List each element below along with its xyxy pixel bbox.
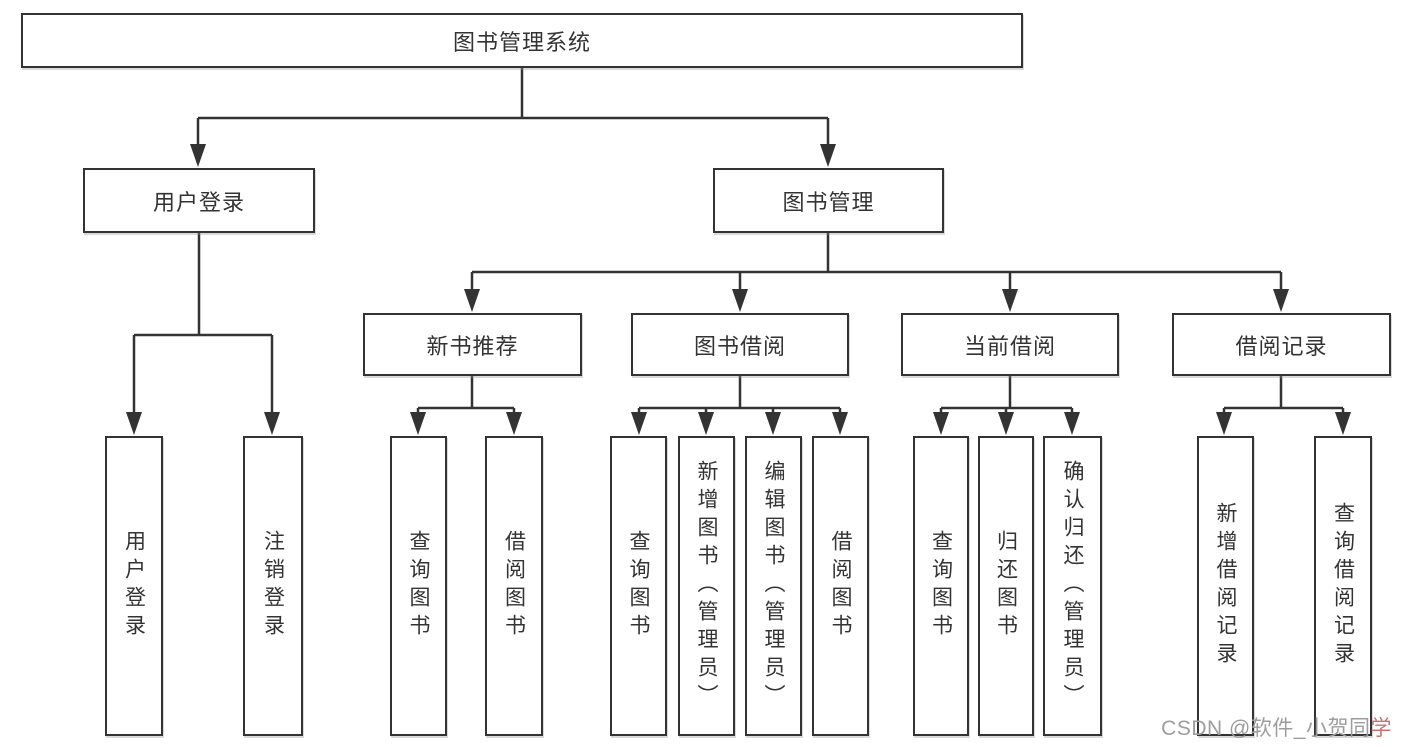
node-current-borrow: 当前借阅 [901,313,1119,376]
leaf-borrow-books: 借阅图书 [812,436,869,736]
leaf-borrow-books-recommend: 借阅图书 [485,436,543,736]
csdn-watermark: CSDN @软件_小贺同学 [1161,712,1392,742]
node-root-system: 图书管理系统 [21,13,1023,68]
arrow-icon [832,412,848,435]
node-borrow-records: 借阅记录 [1172,313,1391,376]
leaf-label: 借阅图书 [829,530,853,642]
leaf-query-borrow-record: 查询借阅记录 [1314,436,1372,736]
connector-borrowrecords-to-leaves [1222,376,1345,414]
leaf-query-books-recommend: 查询图书 [390,436,447,736]
node-book-management: 图书管理 [713,168,944,233]
leaf-return-books: 归还图书 [978,436,1034,736]
arrow-icon [631,412,647,435]
leaf-label: 编辑图书（管理员） [762,460,786,712]
node-user-login: 用户登录 [83,168,315,233]
arrow-icon [506,412,522,435]
leaf-user-login: 用户登录 [105,436,163,736]
leaf-label: 查询图书 [929,530,953,642]
connector-bookmgmt-to-level3 [470,233,1283,291]
arrow-icon [1216,412,1232,435]
connector-newbookrec-to-leaves [416,376,516,414]
watermark-text: CSDN @软件_小贺同 [1161,717,1371,740]
arrow-icon [732,289,748,312]
leaf-add-borrow-record: 新增借阅记录 [1197,436,1254,736]
arrow-icon [1002,289,1018,312]
node-book-borrow: 图书借阅 [631,313,849,376]
arrow-icon [698,412,714,435]
leaf-label: 用户登录 [122,530,146,642]
connector-currentborrow-to-leaves [939,376,1074,414]
arrow-icon [264,412,280,435]
leaf-label: 查询图书 [627,530,651,642]
leaf-edit-books-admin: 编辑图书（管理员） [745,436,802,736]
leaf-label: 归还图书 [994,530,1018,642]
arrow-icon [1064,412,1080,435]
watermark-accent-text: 学 [1370,717,1392,740]
leaf-label: 查询图书 [407,530,431,642]
arrow-icon [1335,412,1351,435]
arrow-icon [410,412,426,435]
arrow-icon [820,144,836,167]
leaf-label: 借阅图书 [502,530,526,642]
arrow-icon [765,412,781,435]
leaf-logout: 注销登录 [243,436,303,736]
leaf-query-books-current: 查询图书 [913,436,969,736]
arrow-icon [998,412,1014,435]
leaf-label: 新增借阅记录 [1214,502,1238,670]
arrow-icon [1273,289,1289,312]
arrow-icon [126,412,142,435]
leaf-query-books-borrow: 查询图书 [610,436,667,736]
leaf-confirm-return-admin: 确认归还（管理员） [1043,436,1102,736]
leaf-label: 注销登录 [261,530,285,642]
arrow-icon [464,289,480,312]
connector-userlogin-to-leaves [132,233,274,414]
leaf-label: 新增图书（管理员） [695,460,719,712]
connector-root-to-level2 [196,68,830,146]
arrow-icon [933,412,949,435]
node-new-book-recommend: 新书推荐 [363,313,582,376]
connector-bookborrow-to-leaves [637,376,842,414]
leaf-add-books-admin: 新增图书（管理员） [678,436,735,736]
arrowheads [126,144,1351,435]
arrow-icon [190,144,206,167]
leaf-label: 查询借阅记录 [1331,502,1355,670]
leaf-label: 确认归还（管理员） [1061,460,1085,712]
